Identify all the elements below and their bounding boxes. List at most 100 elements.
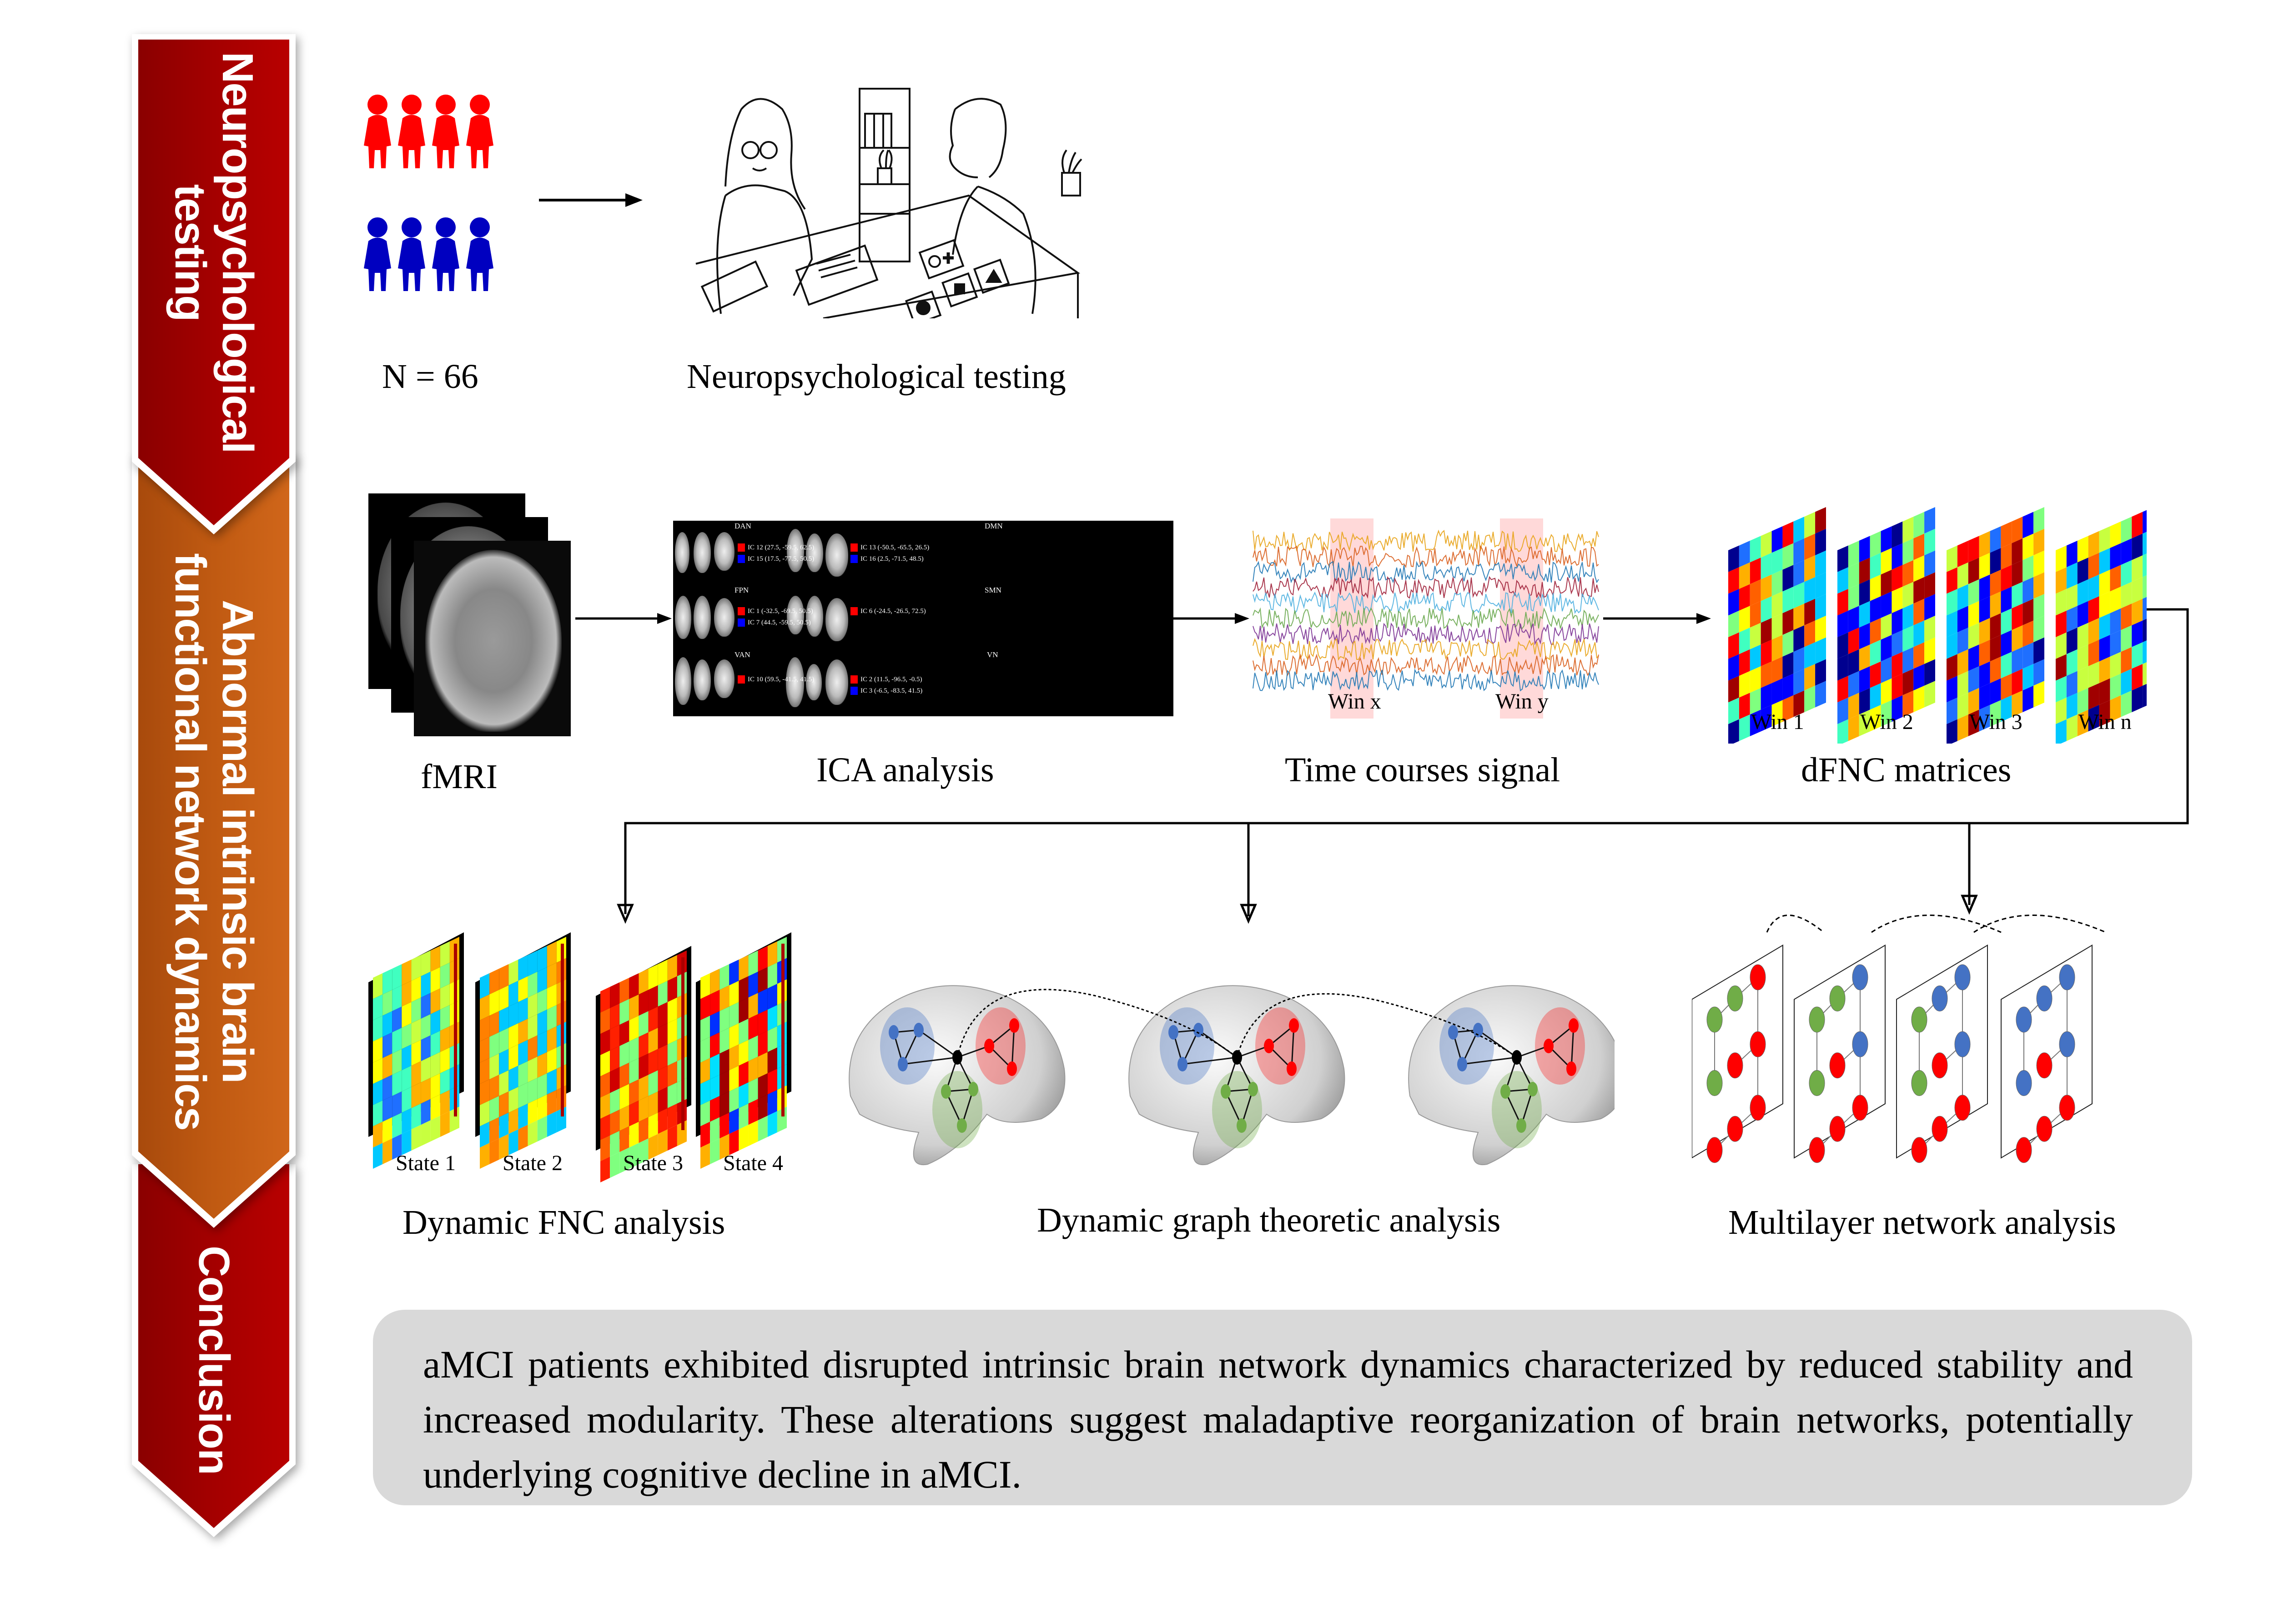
graph-node <box>1177 1057 1187 1071</box>
conclusion-text: aMCI patients exhibited disrupted intrin… <box>423 1342 2133 1496</box>
matrix-cell <box>600 1093 610 1119</box>
ica-legend-item: IC 1 (-32.5, -69.5, 50.5) <box>738 607 813 615</box>
ica-legend-item: IC 15 (17.5, -77.5, 50.5) <box>738 555 814 563</box>
graph-edge <box>918 1029 958 1058</box>
color-swatch <box>850 555 858 563</box>
matrix-cell <box>392 1049 402 1075</box>
matrix-cell <box>2066 714 2078 741</box>
matrix-cell <box>2056 697 2067 724</box>
brain-sagittal-view <box>825 659 848 705</box>
matrix-cell <box>658 1087 668 1113</box>
matrix-cell <box>440 962 450 989</box>
matrix-cell <box>2088 596 2099 623</box>
matrix-cell <box>2066 562 2078 589</box>
matrix-cell <box>421 993 431 1019</box>
matrix-cell <box>373 1121 383 1148</box>
matrix-cell <box>1804 512 1816 538</box>
matrix-cell <box>430 1010 440 1036</box>
matrix-cell <box>1739 584 1750 611</box>
matrix-cell <box>639 1053 649 1080</box>
matrix-cell <box>1947 632 1957 659</box>
layer-node <box>1727 985 1743 1011</box>
matrix-cell <box>402 1129 412 1155</box>
dynamic-fnc-label: Dynamic FNC analysis <box>402 1203 725 1242</box>
window-label: Win x <box>1328 689 1381 714</box>
matrix-cell <box>2077 644 2088 671</box>
matrix-cell <box>2001 543 2012 570</box>
layer-node <box>1750 1031 1766 1057</box>
matrix-cell <box>2110 565 2121 592</box>
matrix-cell <box>1968 644 1979 671</box>
matrix-cell <box>382 969 392 995</box>
arrow-right-icon <box>1173 613 1249 624</box>
matrix-cell <box>1793 538 1805 565</box>
matrix-cell <box>1947 545 1957 572</box>
matrix-cell <box>2132 577 2143 604</box>
matrix-cell <box>2088 661 2099 688</box>
matrix-cell <box>392 964 402 990</box>
matrix-cell <box>619 1126 629 1152</box>
matrix-cell <box>648 1049 658 1075</box>
matrix-cell <box>1924 572 1935 599</box>
matrix-cell <box>440 1090 450 1116</box>
matrix-cell <box>600 1071 610 1098</box>
matrix-cell <box>392 1134 402 1160</box>
dynamic-graph-brains <box>849 985 1615 1166</box>
matrix-cell <box>1761 596 1772 623</box>
matrix-cell <box>440 1111 450 1137</box>
matrix-cell <box>2001 695 2012 722</box>
person-icon <box>432 217 459 291</box>
layer-node <box>1954 1095 1971 1121</box>
matrix-cell <box>610 982 620 1008</box>
matrix-cell <box>1902 538 1914 565</box>
matrix-cell <box>2132 533 2143 560</box>
matrix-cell <box>489 1053 499 1080</box>
matrix-cell <box>1881 591 1892 618</box>
module-halo-red <box>976 1007 1026 1085</box>
brain-coronal-view <box>694 532 711 573</box>
matrix-cell <box>489 1096 499 1122</box>
matrix-cell <box>748 1120 758 1146</box>
matrix-cell <box>518 1125 528 1151</box>
matrix-cell <box>1913 577 1925 604</box>
matrix-cell <box>1848 671 1859 698</box>
layer-node <box>1750 964 1766 990</box>
matrix-cell <box>1761 574 1772 601</box>
matrix-cell <box>700 1058 710 1084</box>
matrix-cell <box>2022 555 2034 582</box>
graph-node <box>984 1039 994 1053</box>
matrix-cell <box>1782 674 1794 700</box>
matrix-cell <box>1761 683 1772 710</box>
matrix-cell <box>729 1087 739 1113</box>
matrix-cell <box>508 1044 518 1071</box>
brain-surface <box>849 985 1066 1166</box>
matrix-cell <box>739 1125 749 1151</box>
dfnc-window-matrix <box>2056 507 2153 746</box>
matrix-cell <box>421 1120 431 1146</box>
matrix-cell <box>767 1090 777 1116</box>
ica-legend-item: IC 2 (11.5, -96.5, -0.5) <box>850 675 922 684</box>
matrix-cell <box>710 1075 720 1101</box>
matrix-cell <box>2110 608 2121 635</box>
matrix-cell <box>1990 635 2001 662</box>
matrix-cell <box>480 994 490 1021</box>
graph-node <box>1544 1039 1554 1053</box>
layer-node <box>1727 1052 1743 1079</box>
matrix-cell <box>480 1101 490 1126</box>
matrix-cell <box>421 950 431 976</box>
layer-node <box>2016 1137 2032 1163</box>
matrix-cell <box>1761 705 1772 732</box>
matrix-cell <box>710 990 720 1016</box>
matrix-cell <box>1892 630 1903 657</box>
matrix-cell <box>382 1075 392 1101</box>
brain-coronal-view <box>694 659 711 700</box>
matrix-cell <box>700 1037 710 1063</box>
graph-node <box>889 1025 899 1040</box>
matrix-cell <box>710 1053 720 1080</box>
fmri-volume-stack <box>368 493 578 739</box>
matrix-cell <box>1968 688 1979 715</box>
matrix-cell <box>1761 639 1772 666</box>
matrix-cell <box>629 1079 639 1105</box>
matrix-cell <box>2056 719 2067 746</box>
matrix-cell <box>2022 664 2034 691</box>
